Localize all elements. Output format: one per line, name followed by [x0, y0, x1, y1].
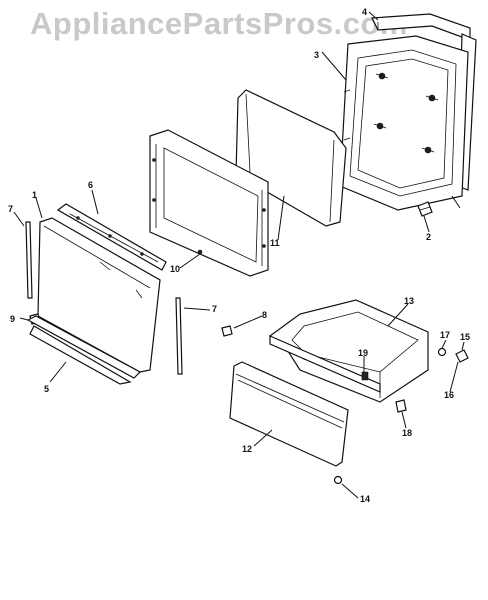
callout-17: 17 [440, 330, 450, 340]
callout-8: 8 [262, 310, 267, 320]
callout-15: 15 [460, 332, 470, 342]
part-14-bolt[interactable] [333, 475, 343, 485]
callout-18: 18 [402, 428, 412, 438]
part-17-nut[interactable] [437, 347, 447, 357]
part-5-bottom-door-trim[interactable] [26, 315, 141, 385]
part-7-left-side-trim[interactable] [25, 221, 33, 299]
callout-2: 2 [426, 232, 431, 242]
callout-4: 4 [362, 7, 367, 17]
callout-labels: 4 3 2 11 10 6 1 7 9 5 7 8 13 19 17 15 16… [8, 7, 470, 504]
part-6-door-handle[interactable] [56, 203, 167, 271]
callout-7-left: 7 [8, 204, 13, 214]
part-10-door-frame[interactable] [149, 129, 269, 277]
part-18-drawer-glide[interactable] [395, 399, 407, 413]
callout-6: 6 [88, 180, 93, 190]
callout-13: 13 [404, 296, 414, 306]
part-8-drawer-clip[interactable] [221, 325, 233, 337]
callout-1: 1 [32, 190, 37, 200]
callout-9: 9 [10, 314, 15, 324]
callout-11: 11 [270, 238, 280, 248]
callout-19: 19 [358, 348, 368, 358]
callout-16: 16 [444, 390, 454, 400]
part-15-drawer-roller[interactable] [455, 349, 469, 363]
callout-10: 10 [170, 264, 180, 274]
callout-14: 14 [360, 494, 370, 504]
callout-12: 12 [242, 444, 252, 454]
part-7-right-side-trim[interactable] [175, 297, 183, 375]
callout-3: 3 [314, 50, 319, 60]
part-3-inner-door-panel[interactable] [339, 35, 469, 211]
part-12-drawer-front-panel[interactable] [229, 361, 349, 467]
callout-7-right: 7 [212, 304, 217, 314]
watermark-text: AppliancePartsPros.com [30, 6, 408, 41]
callout-5: 5 [44, 384, 49, 394]
leader-lines [13, 11, 465, 499]
part-2-hinge-clip[interactable] [417, 201, 433, 217]
part-19-drawer-screw[interactable] [361, 371, 369, 381]
